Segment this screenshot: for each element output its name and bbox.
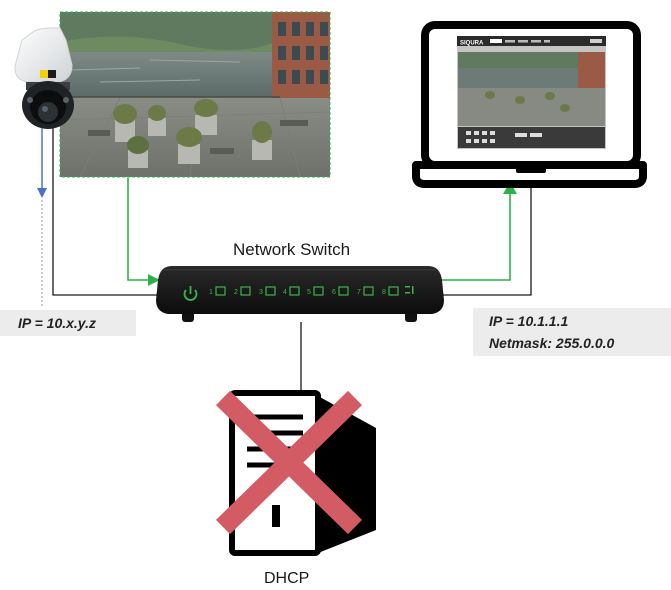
camera-down-arrow: [37, 128, 47, 306]
switch-port-label: 2: [234, 289, 238, 296]
camera-ip-text: IP = 10.x.y.z: [18, 315, 96, 331]
switch-port-label: 8: [382, 289, 386, 296]
laptop-screen-brand: SIQURA: [460, 41, 484, 47]
camera-ip-box: IP = 10.x.y.z: [0, 310, 136, 336]
red-x-icon: [216, 390, 362, 535]
switch-port-label: 6: [332, 289, 336, 296]
switch-port-label: 4: [283, 289, 287, 296]
switch-power-icon: [183, 286, 198, 301]
laptop-netmask-text: Netmask: 255.0.0.0: [489, 335, 615, 351]
wires: [52, 120, 532, 392]
laptop-wire: [443, 180, 532, 296]
switch-label: Network Switch: [233, 240, 351, 259]
switch-port-label: 3: [259, 289, 263, 296]
laptop-screen-contents: SIQURA: [457, 36, 606, 149]
dhcp-label: DHCP: [264, 570, 310, 587]
switch-port-leds: [215, 286, 399, 296]
camera-wire: [52, 120, 160, 296]
ptz-dome-camera-icon: [14, 27, 74, 129]
laptop-ip-text: IP = 10.1.1.1: [489, 313, 569, 329]
data-flow-path: [127, 178, 511, 281]
switch-port-label: 5: [307, 289, 311, 296]
laptop-ip-box: IP = 10.1.1.1 Netmask: 255.0.0.0: [473, 308, 671, 356]
camera-video-still: [59, 11, 331, 178]
switch-port-label: 1: [209, 289, 213, 296]
switch-port-label: 7: [357, 289, 361, 296]
laptop-icon: SIQURA: [412, 21, 647, 188]
network-switch-icon: 1 2 3 4 5 6 7 8: [156, 266, 444, 322]
flow-arrow-into-switch: [148, 274, 160, 286]
